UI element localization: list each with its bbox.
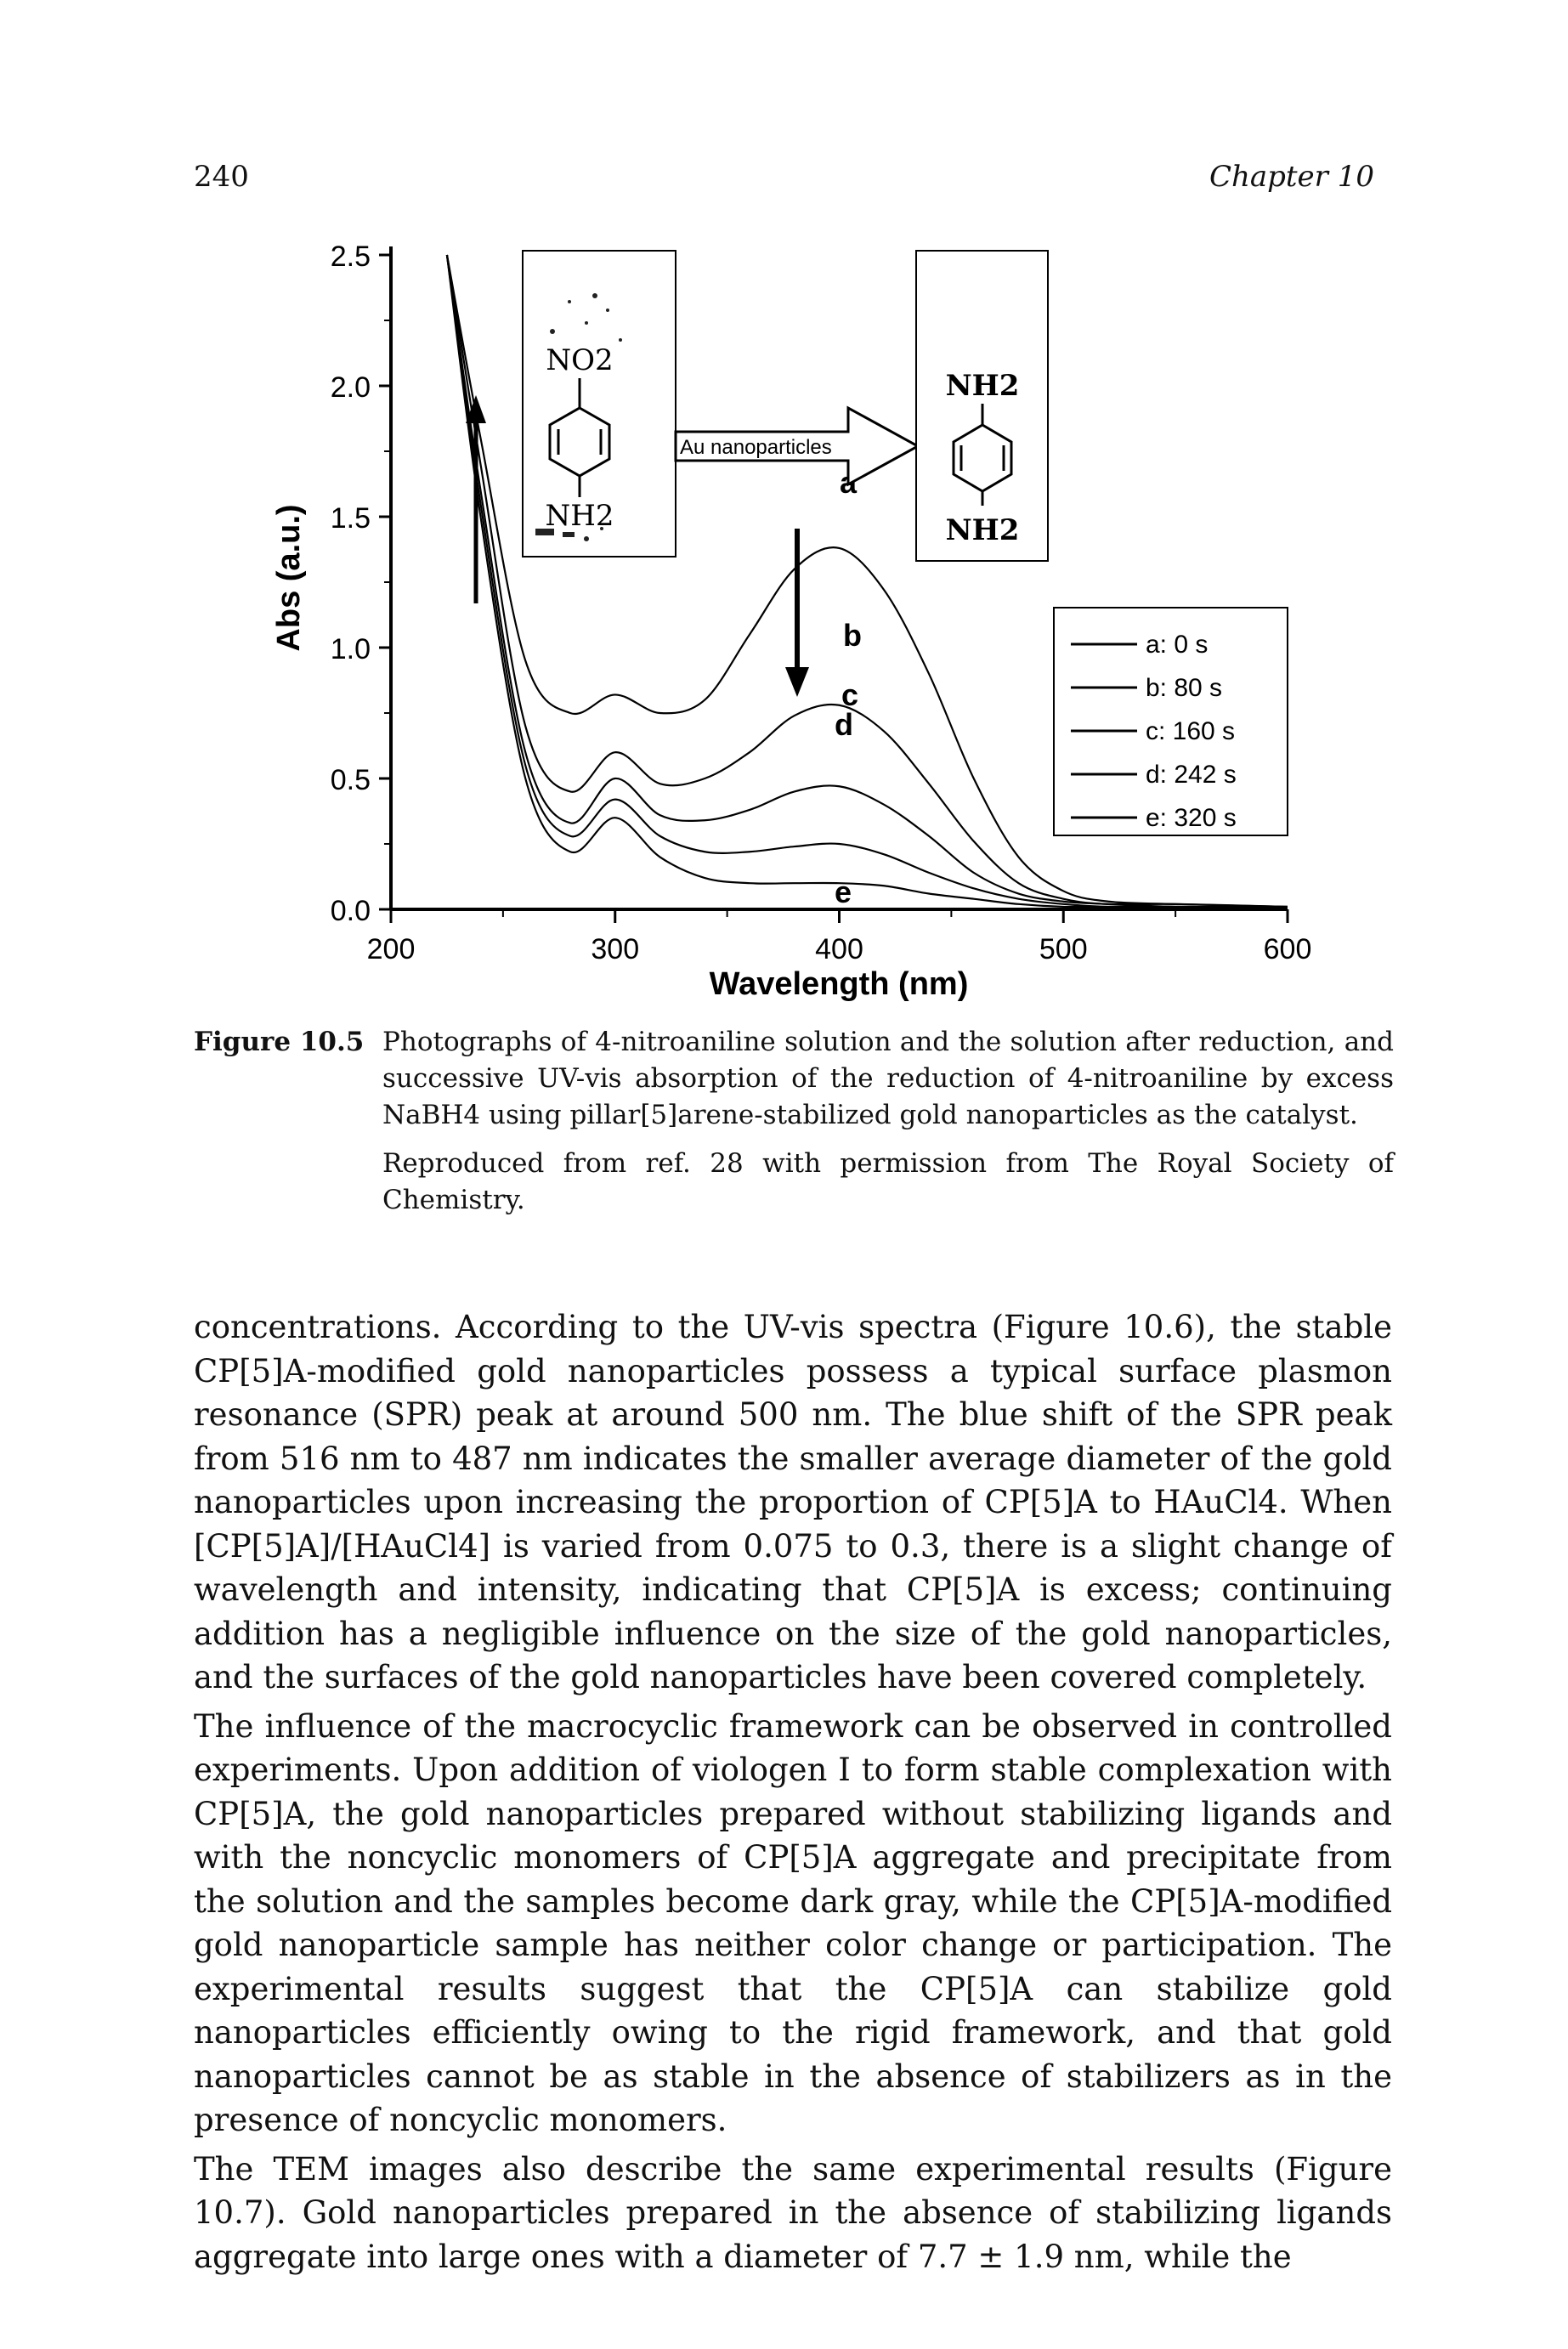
x-tick-label: 400: [815, 933, 863, 965]
curve-b: [445, 254, 1288, 908]
y-ticks: 0.0 0.5 1.0 1.5 2.0 2.5: [331, 241, 391, 927]
curve-a: [445, 254, 1288, 908]
benzene-ring-icon: [952, 404, 1013, 506]
legend-entry: c: 160 s: [1146, 717, 1235, 745]
figure-uv-vis: 0.0 0.5 1.0 1.5 2.0 2.5 200 300 400 500 600 Abs (…: [229, 212, 1334, 1003]
y-tick-label: 0.5: [331, 764, 371, 796]
caption-credit: Reproduced from ref. 28 with permission …: [382, 1148, 1394, 1215]
curve-d: [445, 254, 1288, 908]
legend-entry: b: 80 s: [1146, 674, 1222, 702]
photo-speckle: [535, 293, 622, 541]
inset-right-group-top: NH2: [946, 369, 1020, 403]
caption-text: Photographs of 4-nitroaniline solution a…: [382, 1027, 1394, 1130]
curve-label-e: e: [835, 875, 852, 909]
curve-labels: abcde: [835, 465, 862, 909]
curve-label-d: d: [835, 707, 853, 742]
reaction-arrow-label: Au nanoparticles: [680, 436, 832, 459]
chapter-title: Chapter 10: [1209, 160, 1374, 194]
caption-body: Photographs of 4-nitroaniline solution a…: [382, 1024, 1394, 1219]
paragraph-1: concentrations. According to the UV-vis …: [194, 1309, 1392, 1695]
curve-label-b: b: [843, 618, 862, 653]
spectra-curves: [445, 254, 1288, 911]
arrow-up-icon: [466, 395, 486, 603]
legend-entry: a: 0 s: [1146, 631, 1208, 659]
x-tick-label: 200: [367, 933, 416, 965]
x-axis-label: Wavelength (nm): [710, 966, 969, 1002]
body-text: concentrations. According to the UV-vis …: [194, 1305, 1392, 2278]
x-tick-label: 300: [591, 933, 639, 965]
benzene-ring-icon: [548, 378, 611, 497]
page-header: 240 Chapter 10: [194, 160, 1374, 202]
x-tick-label: 600: [1264, 933, 1312, 965]
y-tick-label: 2.5: [331, 241, 371, 273]
page-number: 240: [194, 160, 249, 194]
inset-left-group-top: NO2: [546, 343, 613, 377]
legend-entry: d: 242 s: [1146, 761, 1237, 789]
x-ticks: 200 300 400 500 600: [367, 909, 1312, 965]
y-axis-label: Abs (a.u.): [271, 504, 307, 651]
arrow-down-icon: [785, 529, 809, 697]
y-tick-label: 1.5: [331, 502, 371, 535]
x-tick-label: 500: [1039, 933, 1088, 965]
curve-label-c: c: [841, 677, 858, 712]
inset-p-phenylenediamine: NH2 NH2: [915, 250, 1049, 562]
chart-legend: a: 0 s b: 80 s c: 160 s d: 242 s e: 320 s: [1053, 607, 1288, 836]
inset-left-group-bottom: NH2: [545, 499, 614, 533]
curve-e: [445, 254, 1288, 911]
curve-c: [445, 254, 1288, 908]
uv-vis-chart: 0.0 0.5 1.0 1.5 2.0 2.5 200 300 400 500 600 Abs (…: [271, 241, 1312, 1002]
inset-4-nitroaniline: NO2 NH2: [522, 250, 676, 558]
caption-label: Figure 10.5: [194, 1027, 365, 1057]
y-tick-label: 1.0: [331, 633, 371, 665]
reaction-arrow-icon: Au nanoparticles: [674, 405, 921, 487]
legend-entry: e: 320 s: [1146, 804, 1237, 832]
paragraph-2: The influence of the macrocyclic framewo…: [194, 1707, 1392, 2139]
paragraph-3: The TEM images also describe the same ex…: [194, 2150, 1392, 2275]
y-tick-label: 0.0: [331, 895, 371, 927]
inset-right-group-bottom: NH2: [946, 513, 1020, 547]
y-tick-label: 2.0: [331, 371, 371, 404]
